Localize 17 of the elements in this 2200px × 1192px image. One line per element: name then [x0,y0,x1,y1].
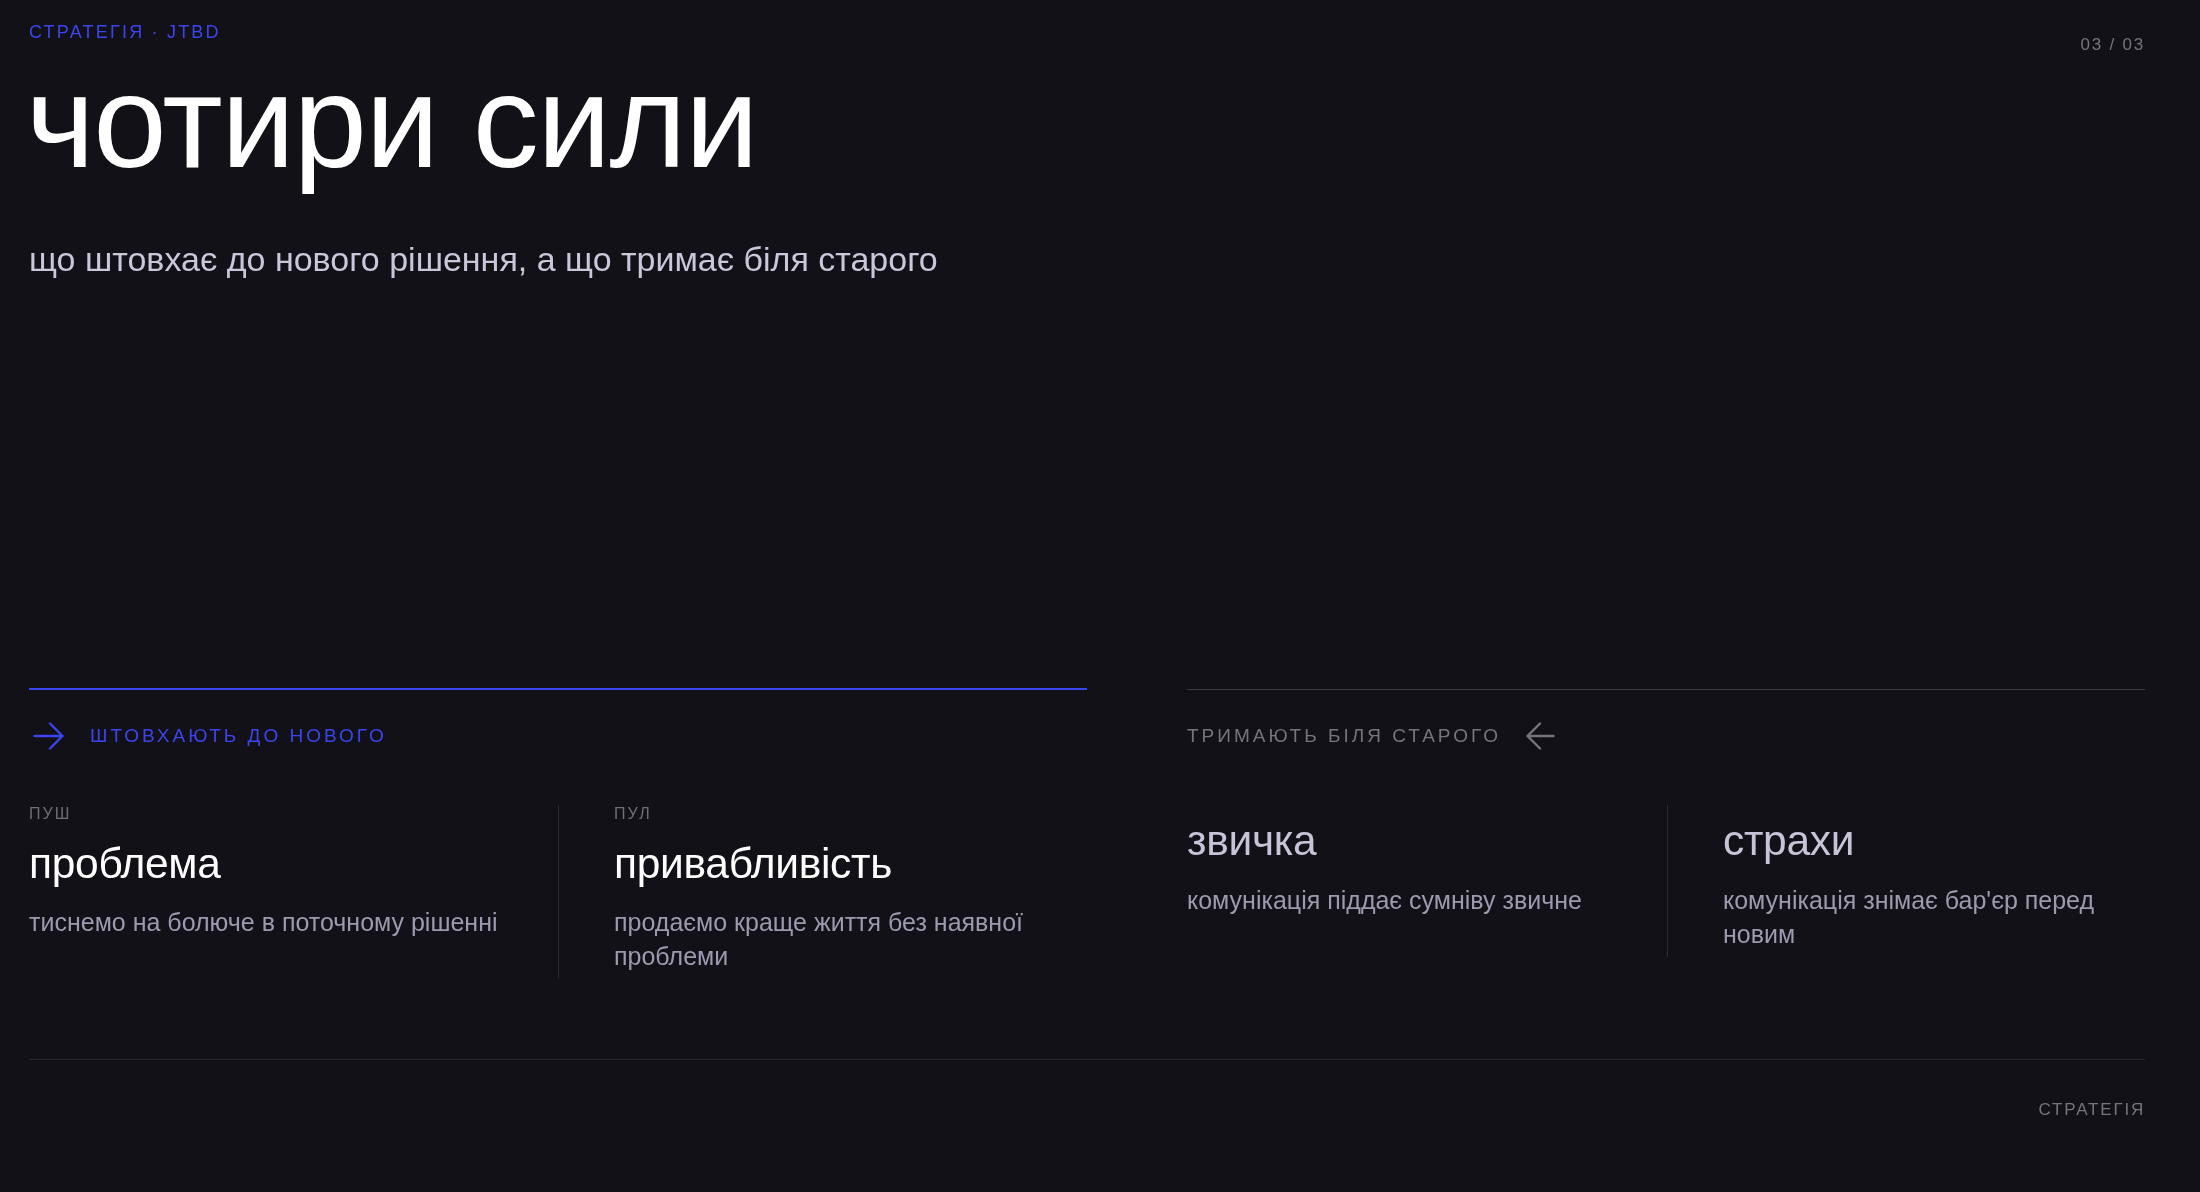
section-heading: ТРИМАЮТЬ БІЛЯ СТАРОГО [1187,724,1501,748]
force-description: комунікація знімає бар'єр перед новим [1723,885,2096,950]
force-title: привабливість [614,839,893,889]
force-description: продаємо краще життя без наявної проблеми [614,907,1025,972]
force-type-label: ПУШ [29,804,72,824]
footer-text: СТРАТЕГІЯ [2038,1099,2145,1121]
force-title: звичка [1187,816,1317,866]
page-number: 03 / 03 [2080,35,2145,55]
subtitle: що штовхає до нового рішення, а що тримає біля старого [29,239,938,279]
force-description: тиснемо на болюче в поточному рішенні [29,907,498,938]
force-description: комунікація піддає сумніву звичне [1187,885,1582,916]
slide-title: чотири сили [26,48,758,196]
category-label: СТРАТЕГІЯ · JTBD [29,21,221,43]
force-title: страхи [1723,816,1855,866]
force-type-label: ПУЛ [614,804,652,824]
section-heading: ШТОВХАЮТЬ ДО НОВОГО [90,724,387,748]
force-title: проблема [29,839,221,889]
